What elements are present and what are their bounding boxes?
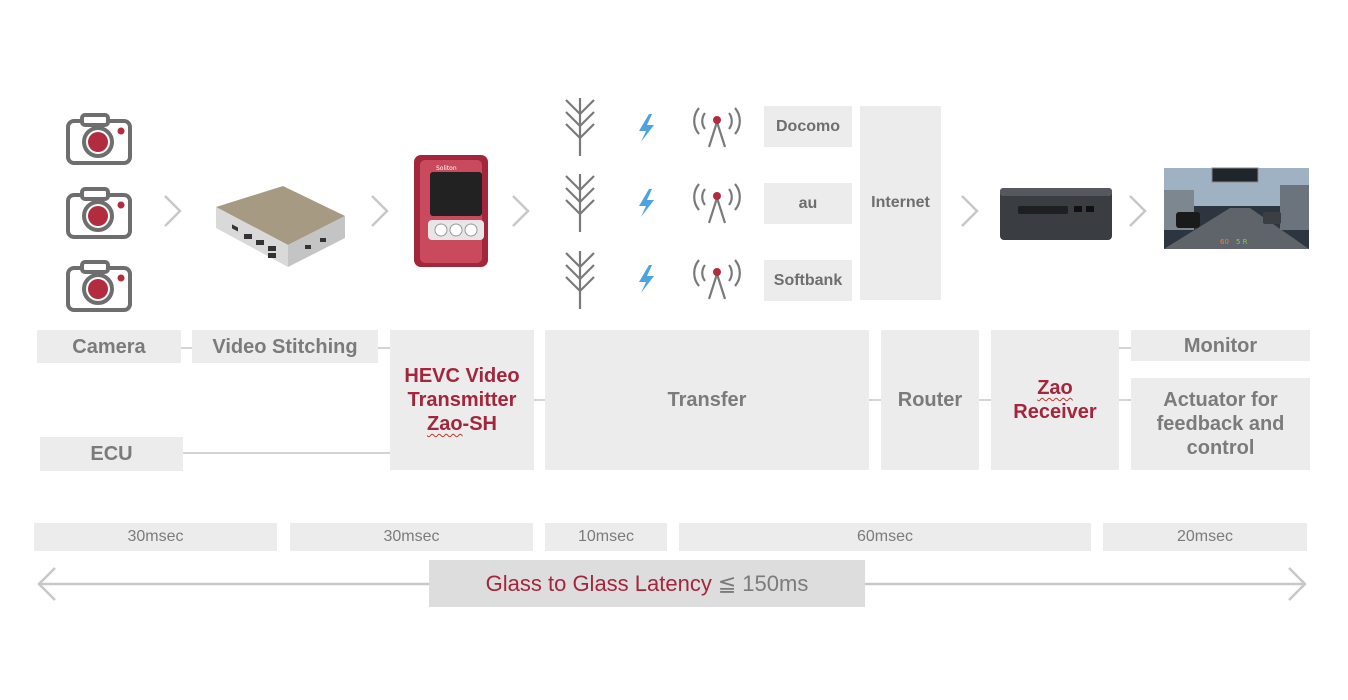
- svg-text:5 R: 5 R: [1236, 238, 1248, 246]
- stage-router: Router: [881, 330, 979, 470]
- antenna-icon: [565, 174, 595, 232]
- latency-router-receiver: 60msec: [679, 523, 1091, 551]
- latency-transfer: 10msec: [545, 523, 667, 551]
- latency-camera-stitching: 30msec: [34, 523, 277, 551]
- stage-video-stitching: Video Stitching: [192, 330, 378, 363]
- lightning-icon: [639, 189, 654, 217]
- chevron-right-icon: [164, 195, 182, 227]
- mini-pc-icon: [1000, 188, 1112, 240]
- stage-receiver: Zao Receiver: [991, 330, 1119, 470]
- operator-docomo: Docomo: [764, 106, 852, 147]
- connector-line: [979, 399, 991, 401]
- transmitter-label-line3: Zao-SH: [426, 413, 497, 435]
- connector-line: [181, 347, 192, 349]
- cell-tower-icon: [693, 259, 741, 300]
- receiver-label-line1: Zao: [1037, 377, 1073, 399]
- internet-box: Internet: [860, 106, 941, 300]
- stitching-box-icon: [216, 186, 345, 267]
- stage-transmitter: HEVC Video Transmitter Zao-SH: [390, 330, 534, 470]
- latency-transmitter: 30msec: [290, 523, 533, 551]
- actuator-label-line3: control: [1186, 437, 1255, 459]
- actuator-label-line1: Actuator for: [1163, 389, 1278, 411]
- stage-camera: Camera: [37, 330, 181, 363]
- total-latency-value: 150ms: [742, 570, 809, 596]
- monitor-screen-icon: 60 5 R: [1164, 167, 1309, 249]
- total-latency-symbol: ≦: [717, 570, 737, 596]
- actuator-label-line2: feedback and: [1156, 413, 1285, 435]
- chevron-right-icon: [1129, 195, 1147, 227]
- connector-line: [869, 399, 881, 401]
- latency-output: 20msec: [1103, 523, 1307, 551]
- latency-arrow: [37, 567, 1307, 601]
- connector-line: [1119, 347, 1131, 349]
- svg-text:60: 60: [1220, 238, 1229, 246]
- receiver-label-line2: Receiver: [1013, 401, 1097, 423]
- camera-icon: [66, 260, 132, 312]
- svg-text:Soliton: Soliton: [436, 165, 457, 172]
- operator-softbank: Softbank: [764, 260, 852, 301]
- stage-monitor: Monitor: [1131, 330, 1310, 361]
- total-latency-label: Glass to Glass Latency ≦ 150ms: [429, 560, 865, 607]
- antenna-icon: [565, 98, 595, 156]
- chevron-right-icon: [371, 195, 389, 227]
- stage-ecu: ECU: [40, 437, 183, 471]
- chevron-right-icon: [961, 195, 979, 227]
- transmitter-label-line2: Transmitter: [407, 389, 517, 411]
- lightning-icon: [639, 114, 654, 142]
- lightning-icon: [639, 265, 654, 293]
- connector-line: [378, 347, 390, 349]
- camera-icon: [66, 187, 132, 239]
- cell-tower-icon: [693, 107, 741, 148]
- operator-au: au: [764, 183, 852, 224]
- antenna-icon: [565, 251, 595, 309]
- chevron-right-icon: [512, 195, 530, 227]
- cell-tower-icon: [693, 183, 741, 224]
- total-latency-text: Glass to Glass Latency: [485, 570, 712, 596]
- stage-actuator: Actuator for feedback and control: [1131, 378, 1310, 470]
- transmitter-device-icon: Soliton: [414, 155, 488, 267]
- connector-line: [1119, 399, 1131, 401]
- connector-line: [534, 399, 545, 401]
- camera-icon: [66, 113, 132, 165]
- stage-transfer: Transfer: [545, 330, 869, 470]
- transmitter-label-line1: HEVC Video: [404, 365, 520, 387]
- connector-line: [183, 452, 390, 454]
